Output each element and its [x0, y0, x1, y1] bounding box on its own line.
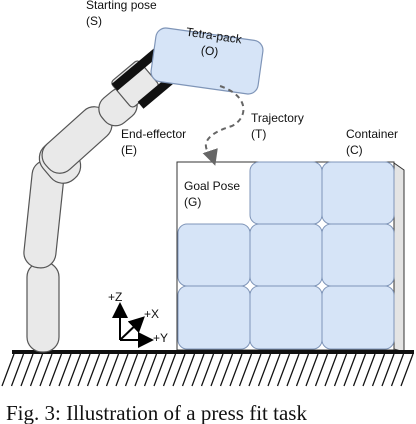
z-axis-label: +Z: [108, 290, 122, 304]
goal-pose-label: Goal Pose: [184, 179, 240, 193]
end-effector-label: End-effector: [121, 127, 186, 141]
robot-arm: [23, 44, 191, 353]
container-cell: [177, 285, 251, 350]
hatch-line: [400, 353, 414, 387]
container-label: Container: [346, 127, 398, 141]
hatch-line: [219, 353, 234, 387]
trajectory-symbol: (T): [251, 127, 266, 141]
container-cell: [321, 285, 395, 350]
hatch-line: [96, 353, 110, 387]
hatch-line: [1, 353, 15, 387]
hatch-line: [172, 353, 186, 387]
x-axis: [119, 316, 145, 341]
hatch-line: [29, 353, 44, 387]
hatch-line: [238, 353, 253, 387]
gripper-finger-left: [111, 44, 165, 91]
hatch-line: [86, 353, 101, 387]
hatch-line: [124, 353, 139, 387]
starting-pose-symbol: (S): [86, 14, 102, 28]
hatch-line: [10, 353, 25, 387]
hatch-line: [134, 353, 148, 387]
hatch-line: [371, 353, 386, 387]
hatch-line: [200, 353, 215, 387]
container-cells: [177, 161, 395, 350]
ground: [1, 350, 414, 387]
container-cell: [321, 223, 395, 287]
arm-base-segment: [26, 261, 60, 353]
hatch-line: [105, 353, 120, 387]
x-axis-label: +X: [144, 307, 159, 321]
hatch-line: [210, 353, 224, 387]
figure-caption: Fig. 3: Illustration of a press fit task: [6, 401, 307, 424]
hatch-line: [257, 353, 272, 387]
hatch-line: [181, 353, 196, 387]
container-cell: [249, 285, 323, 350]
hatch-line: [48, 353, 63, 387]
hatch-line: [20, 353, 34, 387]
hatch-line: [276, 353, 291, 387]
hatch-line: [77, 353, 91, 387]
hatch-line: [333, 353, 348, 387]
hatch-line: [295, 353, 310, 387]
hatch-line: [314, 353, 329, 387]
hatch-line: [248, 353, 262, 387]
hatch-line: [305, 353, 319, 387]
hatch-line: [143, 353, 158, 387]
starting-pose-label: Starting pose: [86, 0, 157, 12]
container-cell: [177, 223, 251, 287]
coordinate-axes: +Z +X +Y: [108, 290, 168, 348]
hatch-line: [381, 353, 395, 387]
container-side-face: [393, 162, 405, 353]
object-symbol: (O): [200, 43, 219, 59]
tetra-pack: [150, 27, 264, 95]
container-cell: [249, 161, 323, 225]
hatch-line: [191, 353, 205, 387]
hatch-line: [267, 353, 281, 387]
trajectory-path: [202, 85, 245, 166]
hatch-line: [229, 353, 243, 387]
hatch-line: [162, 353, 177, 387]
hatch-line: [67, 353, 82, 387]
hatch-line: [324, 353, 338, 387]
hatch-line: [39, 353, 53, 387]
hatch-line: [362, 353, 376, 387]
hatch-line: [58, 353, 72, 387]
hatch-line: [115, 353, 129, 387]
hatch-line: [286, 353, 300, 387]
hatch-line: [390, 353, 405, 387]
container-cell: [321, 161, 395, 225]
trajectory-label: Trajectory: [251, 111, 304, 125]
y-axis-label: +Y: [153, 331, 168, 345]
ground-hatching: [1, 353, 414, 387]
goal-pose-symbol: (G): [184, 195, 201, 209]
hatch-line: [343, 353, 357, 387]
end-effector-symbol: (E): [121, 143, 137, 157]
container: [176, 161, 405, 353]
hatch-line: [153, 353, 167, 387]
container-cell: [249, 223, 323, 287]
hatch-line: [352, 353, 367, 387]
container-symbol: (C): [346, 143, 363, 157]
